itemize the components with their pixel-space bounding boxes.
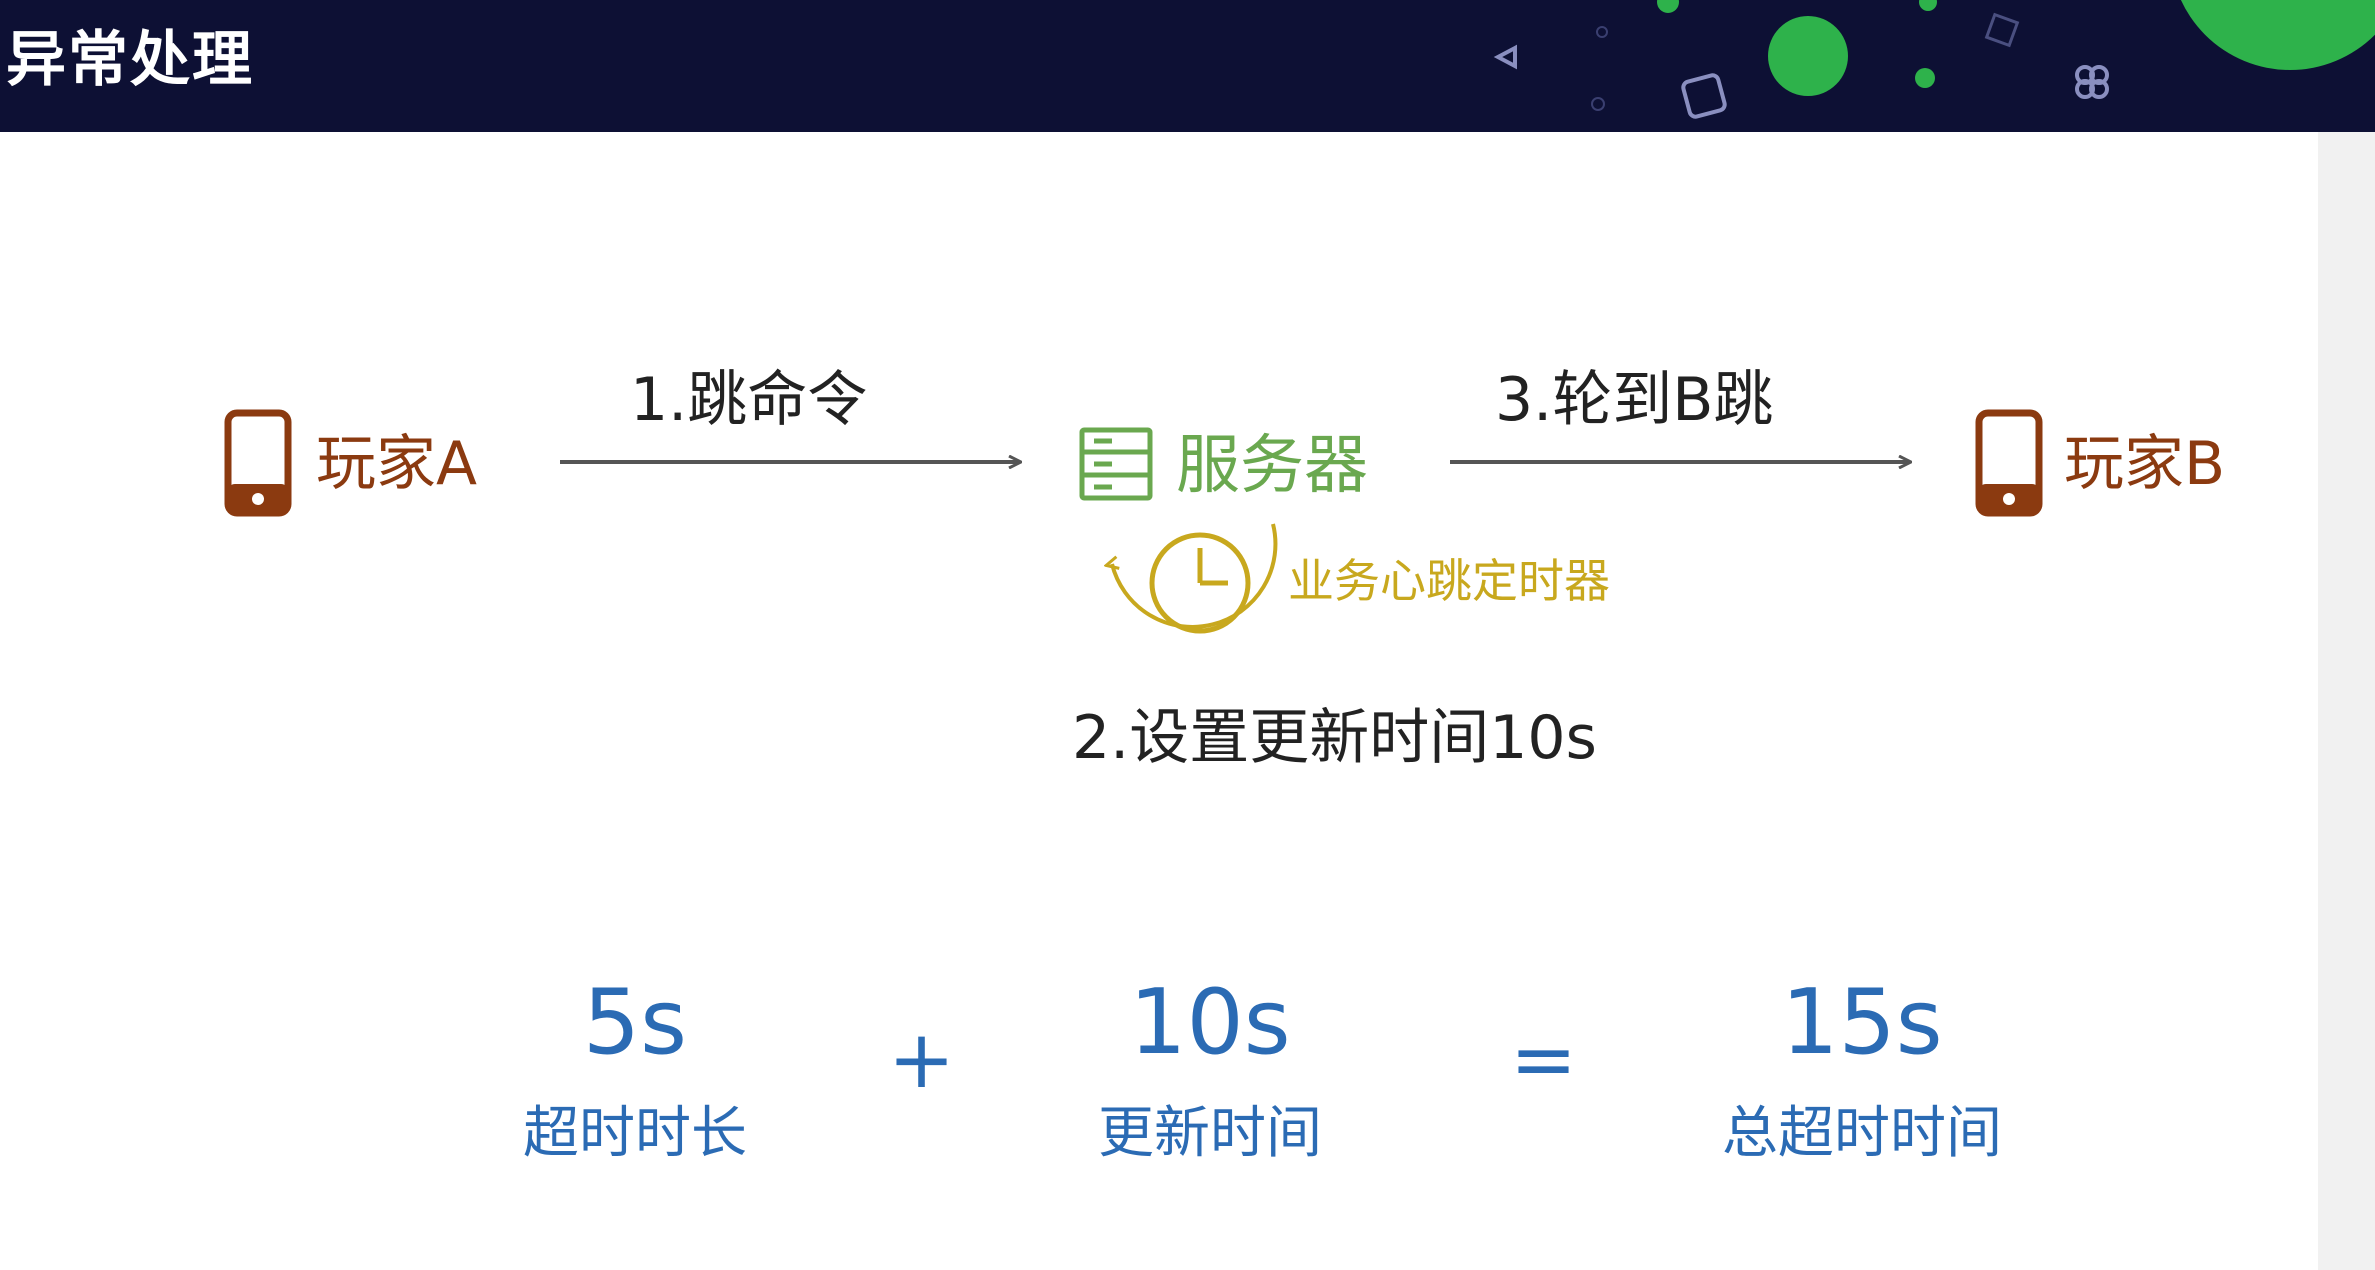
step1-label: 1.跳命令 — [630, 365, 868, 435]
square-decoration — [1681, 73, 1727, 119]
phone-icon — [224, 409, 292, 517]
dot-decoration — [1596, 26, 1608, 38]
result-label: 总超时时间 — [1722, 1101, 2002, 1166]
header-decoration — [1493, 0, 2375, 119]
term1-value: 5s — [582, 970, 688, 1075]
dot-decoration — [1919, 0, 1937, 11]
page-title: 异常处理 — [6, 25, 254, 95]
timer-label: 业务心跳定时器 — [1288, 554, 1610, 608]
header-bar: 异常处理 — [0, 0, 2375, 132]
server-icon — [1079, 427, 1153, 501]
step3-label: 3.轮到B跳 — [1495, 365, 1774, 435]
term2-label: 更新时间 — [1098, 1101, 1322, 1166]
clock-icon — [1149, 532, 1251, 634]
triangle-decoration — [1493, 44, 1517, 70]
flower-decoration — [2075, 65, 2109, 99]
right-edge-shade — [2318, 132, 2375, 1270]
step2-label: 2.设置更新时间10s — [1072, 703, 1597, 773]
term2-value: 10s — [1129, 970, 1291, 1075]
timer-loop-arrow — [1112, 523, 1278, 629]
dot-decoration — [1915, 68, 1935, 88]
circle-decoration — [1768, 16, 1848, 96]
big-circle-decoration — [2180, 0, 2375, 70]
term1-label: 超时时长 — [523, 1101, 747, 1166]
dot-decoration — [1657, 0, 1679, 13]
equals-operator: = — [1510, 1013, 1578, 1106]
phone-icon — [1975, 409, 2043, 517]
result-value: 15s — [1781, 970, 1943, 1075]
server-label: 服务器 — [1176, 429, 1368, 503]
dot-decoration — [1591, 97, 1605, 111]
plus-operator: + — [888, 1013, 956, 1106]
player-b-label: 玩家B — [2064, 429, 2226, 499]
player-a-label: 玩家A — [316, 429, 478, 499]
square-decoration — [1984, 12, 2020, 48]
